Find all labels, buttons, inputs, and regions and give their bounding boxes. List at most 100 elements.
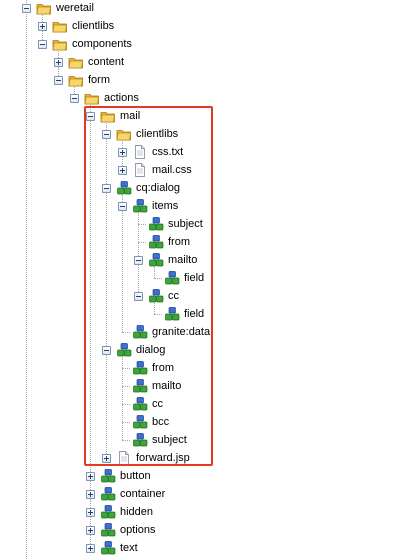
tree-node-dialog-subject[interactable]: subject	[118, 431, 188, 449]
tree-node-dialog-from[interactable]: from	[118, 359, 175, 377]
tree-node-mail[interactable]: mail	[86, 107, 141, 125]
tree-node-label: clientlibs	[136, 128, 179, 140]
node-icon	[148, 216, 167, 232]
expand-toggle-icon[interactable]	[54, 57, 63, 67]
collapse-toggle-icon[interactable]	[118, 201, 127, 211]
tree-node-label: mailto	[168, 254, 198, 266]
tree-node-label: mail	[120, 110, 141, 122]
tree-node-label: granite:data	[152, 326, 211, 338]
folder-icon	[68, 72, 87, 88]
tree-node-forward-jsp[interactable]: forward.jsp	[102, 449, 191, 467]
tree-node-dialog-bcc[interactable]: bcc	[118, 413, 170, 431]
tree-node-label: cc	[168, 290, 179, 302]
tree-node-label: subject	[168, 218, 203, 230]
tree-node-clientlibs[interactable]: clientlibs	[38, 17, 115, 35]
expand-toggle-icon[interactable]	[102, 453, 111, 463]
tree-node-content[interactable]: content	[54, 53, 125, 71]
collapse-toggle-icon[interactable]	[134, 291, 143, 301]
tree-node-label: options	[120, 524, 156, 536]
tree-node-cq-dialog[interactable]: cq:dialog	[102, 179, 181, 197]
node-icon	[116, 180, 135, 196]
folder-icon	[52, 18, 71, 34]
node-icon	[116, 342, 135, 358]
expand-toggle-icon[interactable]	[118, 165, 127, 175]
file-icon	[132, 162, 151, 178]
node-icon	[100, 504, 119, 520]
tree-node-container[interactable]: container	[86, 485, 166, 503]
node-icon	[132, 324, 151, 340]
node-icon	[164, 270, 183, 286]
tree-node-label: clientlibs	[72, 20, 115, 32]
tree-node-mail-css[interactable]: mail.css	[118, 161, 193, 179]
folder-icon	[68, 54, 87, 70]
tree-node-hidden[interactable]: hidden	[86, 503, 154, 521]
tree-node-label: button	[120, 470, 151, 482]
folder-icon	[100, 108, 119, 124]
expand-toggle-icon[interactable]	[118, 147, 127, 157]
tree-node-from[interactable]: from	[134, 233, 191, 251]
tree-node-actions[interactable]: actions	[70, 89, 140, 107]
tree-node-label: css.txt	[152, 146, 184, 158]
tree-node-subject[interactable]: subject	[134, 215, 204, 233]
collapse-toggle-icon[interactable]	[102, 129, 111, 139]
tree-node-cc[interactable]: cc	[134, 287, 180, 305]
expand-toggle-icon[interactable]	[86, 507, 95, 517]
collapse-toggle-icon[interactable]	[102, 183, 111, 193]
tree-node-label: from	[152, 362, 174, 374]
expand-toggle-icon[interactable]	[86, 525, 95, 535]
node-icon	[100, 486, 119, 502]
tree-node-mailto-field[interactable]: field	[150, 269, 205, 287]
tree-node-label: subject	[152, 434, 187, 446]
tree-node-cc-field[interactable]: field	[150, 305, 205, 323]
file-icon	[132, 144, 151, 160]
tree-node-dialog-mailto[interactable]: mailto	[118, 377, 182, 395]
tree-node-label: mail.css	[152, 164, 192, 176]
tree-node-label: items	[152, 200, 179, 212]
tree-node-mail-clientlibs[interactable]: clientlibs	[102, 125, 179, 143]
tree-node-label: forward.jsp	[136, 452, 190, 464]
collapse-toggle-icon[interactable]	[102, 345, 111, 355]
collapse-toggle-icon[interactable]	[38, 39, 47, 49]
tree-node-weretail[interactable]: weretail	[22, 0, 95, 17]
tree-node-label: hidden	[120, 506, 154, 518]
tree-node-items[interactable]: items	[118, 197, 179, 215]
collapse-toggle-icon[interactable]	[70, 93, 79, 103]
tree-node-components[interactable]: components	[38, 35, 133, 53]
collapse-toggle-icon[interactable]	[54, 75, 63, 85]
tree-node-dialog[interactable]: dialog	[102, 341, 166, 359]
tree-node-label: container	[120, 488, 166, 500]
tree-node-mailto[interactable]: mailto	[134, 251, 198, 269]
tree-node-label: cq:dialog	[136, 182, 181, 194]
tree-node-label: text	[120, 542, 138, 554]
collapse-toggle-icon[interactable]	[86, 111, 95, 121]
node-icon	[132, 378, 151, 394]
node-icon	[148, 252, 167, 268]
tree-node-label: actions	[104, 92, 139, 104]
tree-node-dialog-cc[interactable]: cc	[118, 395, 164, 413]
folder-icon	[52, 36, 71, 52]
tree-node-css-txt[interactable]: css.txt	[118, 143, 184, 161]
node-icon	[164, 306, 183, 322]
tree-node-label: bcc	[152, 416, 170, 428]
tree-node-form[interactable]: form	[54, 71, 111, 89]
tree-node-label: field	[184, 308, 205, 320]
folder-icon	[116, 126, 135, 142]
tree-node-label: form	[88, 74, 110, 86]
expand-toggle-icon[interactable]	[38, 21, 47, 31]
node-icon	[132, 414, 151, 430]
collapse-toggle-icon[interactable]	[22, 3, 31, 13]
tree-node-text[interactable]: text	[86, 539, 139, 557]
collapse-toggle-icon[interactable]	[134, 255, 143, 265]
expand-toggle-icon[interactable]	[86, 543, 95, 553]
tree-node-label: from	[168, 236, 190, 248]
expand-toggle-icon[interactable]	[86, 489, 95, 499]
node-icon	[100, 540, 119, 556]
expand-toggle-icon[interactable]	[86, 471, 95, 481]
tree-node-granite-data[interactable]: granite:data	[118, 323, 211, 341]
tree-node-options[interactable]: options	[86, 521, 156, 539]
tree-node-label: dialog	[136, 344, 166, 356]
node-icon	[148, 234, 167, 250]
node-icon	[132, 198, 151, 214]
tree-node-button[interactable]: button	[86, 467, 152, 485]
